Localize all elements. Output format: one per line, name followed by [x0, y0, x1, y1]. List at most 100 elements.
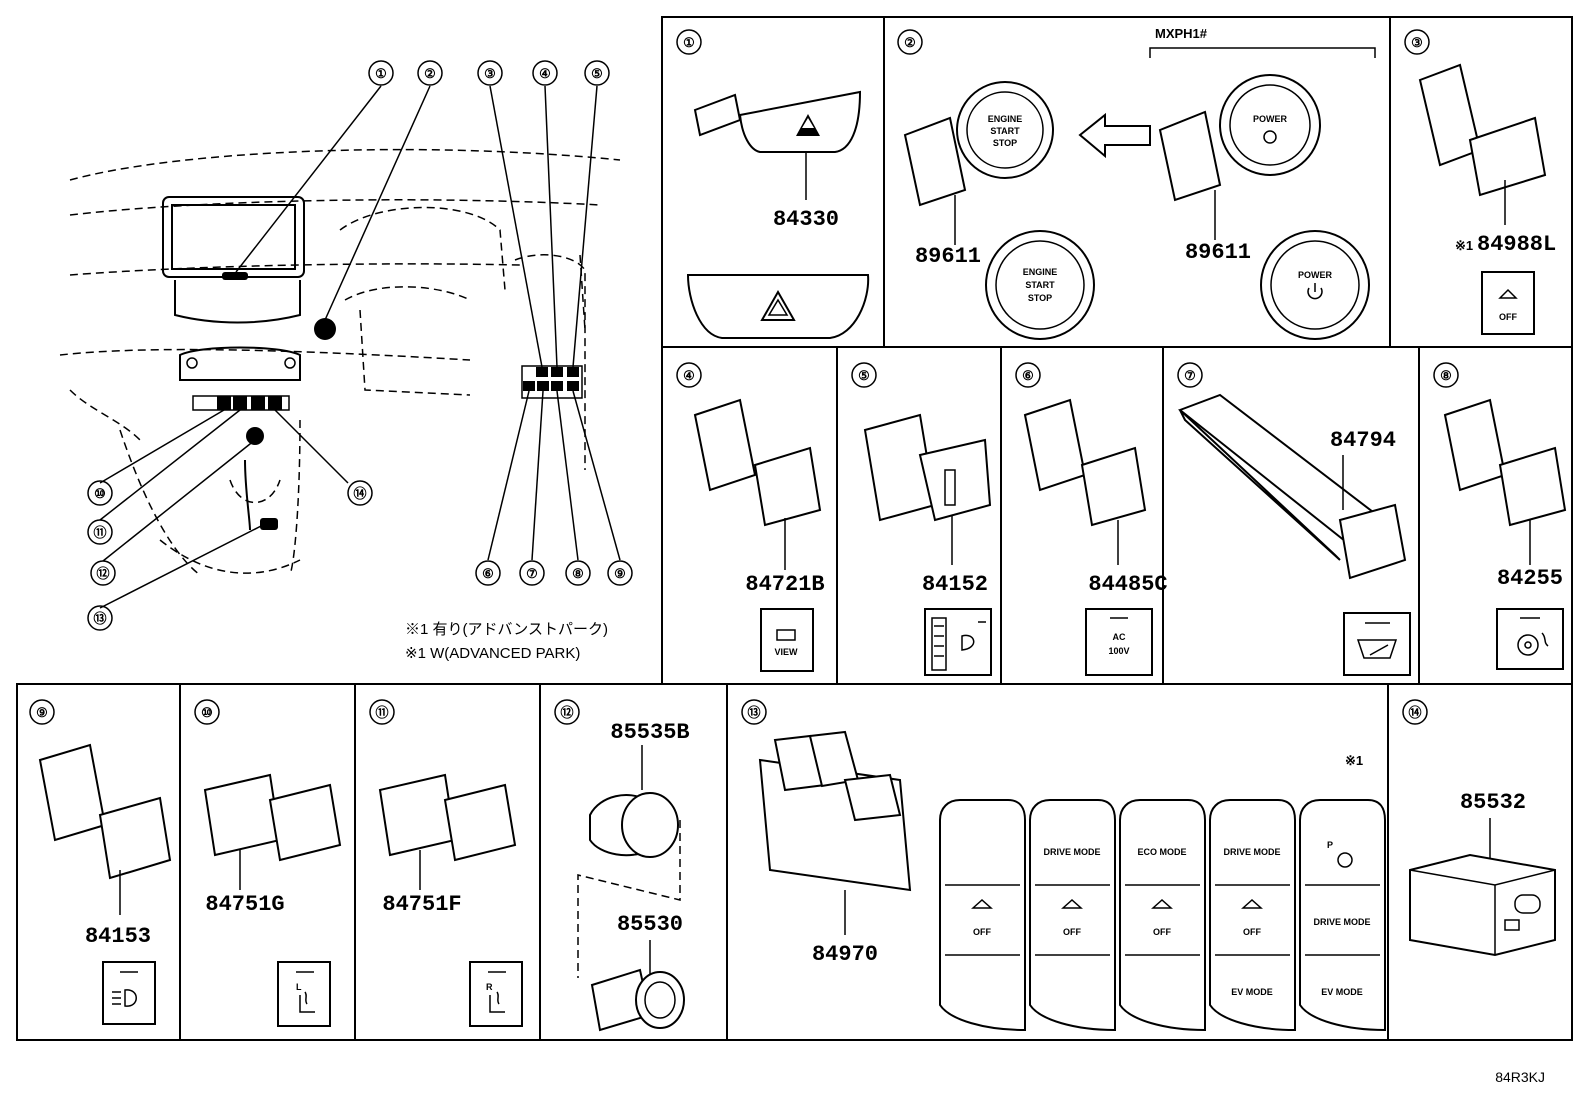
- svg-text:⑨: ⑨: [36, 705, 48, 720]
- svg-text:③: ③: [484, 66, 496, 81]
- callout-5: ⑤: [584, 60, 610, 86]
- svg-text:DRIVE MODE: DRIVE MODE: [1223, 847, 1280, 857]
- callout-2: ②: [417, 60, 443, 86]
- switch-drawing: [1418, 63, 1547, 197]
- svg-text:②: ②: [424, 66, 436, 81]
- callout-6: ⑥: [475, 560, 501, 586]
- arrow-left-icon: [1078, 112, 1151, 159]
- part-number: 85532: [1460, 790, 1526, 815]
- svg-text:※1: ※1: [1345, 753, 1363, 768]
- socket-cover-drawing: [589, 792, 679, 858]
- part-number: 84152: [922, 572, 988, 597]
- variant-5: P DRIVE MODE EV MODE: [1299, 799, 1386, 1032]
- panel-7: ⑦ 84794: [1177, 362, 1411, 676]
- svg-text:⑭: ⑭: [1408, 705, 1421, 720]
- svg-text:START: START: [1025, 280, 1055, 290]
- power-button-drawing: POWER: [1158, 74, 1321, 202]
- svg-text:VIEW: VIEW: [774, 647, 798, 657]
- panel-11: ⑪ 84751F R: [369, 699, 523, 1027]
- svg-text:POWER: POWER: [1298, 270, 1333, 280]
- svg-text:⑨: ⑨: [614, 566, 626, 581]
- engine-start-icon: ENGINE START STOP: [985, 230, 1095, 340]
- part-number: 84255: [1497, 566, 1563, 591]
- drawing-code: 84R3KJ: [1495, 1069, 1545, 1085]
- svg-text:②: ②: [904, 35, 916, 50]
- part-number: 84485C: [1088, 572, 1167, 597]
- callout-7: ⑦: [519, 560, 545, 586]
- auto-highbeam-icon: [102, 961, 156, 1025]
- svg-text:ENGINE: ENGINE: [1023, 267, 1058, 277]
- svg-text:100V: 100V: [1108, 646, 1129, 656]
- part-number: 84153: [85, 924, 151, 949]
- panel-9: ⑨ 84153: [29, 699, 172, 1025]
- callout-4: ④: [532, 60, 558, 86]
- svg-text:⑬: ⑬: [747, 705, 760, 720]
- seat-heater-left-icon: L: [277, 961, 331, 1027]
- defogger-icon: [1343, 612, 1411, 676]
- variant-4: DRIVE MODE OFF EV MODE: [1209, 799, 1296, 1032]
- callout-10: ⑩: [87, 480, 113, 506]
- usb-port-drawing: [1409, 853, 1556, 957]
- svg-text:DRIVE MODE: DRIVE MODE: [1313, 917, 1370, 927]
- svg-text:⑫: ⑫: [560, 705, 573, 720]
- panel-12: ⑫ 85535B 85530: [554, 699, 690, 1032]
- variant-3: ECO MODE OFF: [1119, 799, 1206, 1032]
- panel-5: ⑤ 84152: [851, 362, 992, 676]
- svg-text:EV MODE: EV MODE: [1231, 987, 1273, 997]
- panel-frames: [16, 16, 1573, 1041]
- svg-text:OFF: OFF: [1153, 927, 1171, 937]
- part-number-b: 89611: [1185, 240, 1251, 265]
- dashboard-overview: [59, 85, 621, 609]
- svg-text:⑥: ⑥: [482, 566, 494, 581]
- part-number-a: 85535B: [610, 720, 689, 745]
- svg-text:※1: ※1: [1455, 238, 1473, 253]
- panel-2: ② MXPH1# ENGINE START STOP POWER 89611 8…: [897, 26, 1376, 340]
- model-code: MXPH1#: [1155, 26, 1208, 41]
- svg-text:OFF: OFF: [1499, 312, 1517, 322]
- svg-text:①: ①: [683, 35, 695, 50]
- svg-text:OFF: OFF: [1243, 927, 1261, 937]
- svg-text:⑫: ⑫: [96, 566, 109, 581]
- panel-6: ⑥ 84485C AC 100V: [1015, 362, 1168, 676]
- panel-13: ⑬ 84970 ※1 OFF DRIVE MODE OFF: [741, 699, 1386, 1032]
- svg-text:ENGINE: ENGINE: [988, 114, 1023, 124]
- svg-text:POWER: POWER: [1253, 114, 1288, 124]
- svg-text:EV MODE: EV MODE: [1321, 987, 1363, 997]
- part-number: 84794: [1330, 428, 1396, 453]
- seat-heater-right-icon: R: [469, 961, 523, 1027]
- svg-text:START: START: [990, 126, 1020, 136]
- overview-callouts: ① ② ③ ④ ⑤ ⑥ ⑦ ⑧ ⑨ ⑩ ⑪ ⑫ ⑬ ⑭: [87, 60, 633, 631]
- svg-text:⑭: ⑭: [353, 486, 366, 501]
- panel-3: ③ ※1 84988L OFF: [1404, 29, 1556, 335]
- callout-3: ③: [477, 60, 503, 86]
- callout-13: ⑬: [87, 605, 113, 631]
- callout-11: ⑪: [87, 519, 113, 545]
- part-number: 84330: [773, 207, 839, 232]
- svg-text:⑬: ⑬: [93, 611, 106, 626]
- headlight-level-icon: [924, 608, 992, 676]
- power-icon: POWER: [1260, 230, 1370, 340]
- power-socket-drawing: [590, 968, 685, 1032]
- svg-text:⑪: ⑪: [375, 705, 388, 720]
- svg-text:STOP: STOP: [1028, 293, 1052, 303]
- part-number: 84751F: [382, 892, 461, 917]
- panel-4: ④ 84721B VIEW: [676, 362, 825, 672]
- part-number-a: 89611: [915, 244, 981, 269]
- panel-8: ⑧ 84255: [1433, 362, 1567, 670]
- part-number-b: 85530: [617, 912, 683, 937]
- svg-text:AC: AC: [1113, 632, 1126, 642]
- callout-8: ⑧: [565, 560, 591, 586]
- panel-1: ① 84330: [676, 29, 870, 339]
- svg-text:R: R: [486, 982, 493, 992]
- svg-text:④: ④: [539, 66, 551, 81]
- variant-2: DRIVE MODE OFF: [1029, 799, 1116, 1032]
- svg-text:OFF: OFF: [1063, 927, 1081, 937]
- svg-text:STOP: STOP: [993, 138, 1017, 148]
- part-number: 84751G: [205, 892, 284, 917]
- callout-1: ①: [368, 60, 394, 86]
- svg-text:⑤: ⑤: [858, 368, 870, 383]
- ac-outlet-icon: AC 100V: [1085, 608, 1153, 676]
- svg-text:DRIVE MODE: DRIVE MODE: [1043, 847, 1100, 857]
- note-line-1: ※1 有り(アドバンストパーク): [405, 621, 608, 638]
